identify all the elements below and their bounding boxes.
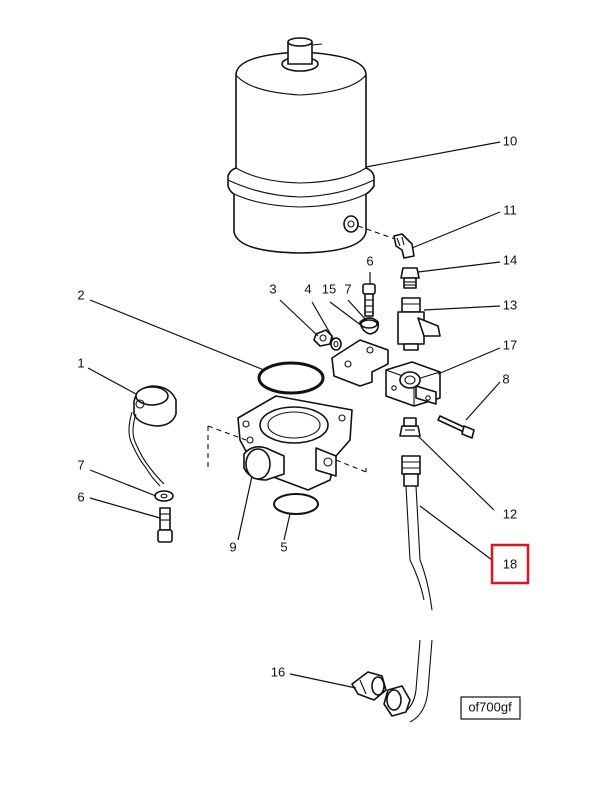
callout-10: 10 bbox=[503, 133, 517, 148]
washer-7-bottom[interactable] bbox=[154, 490, 174, 502]
adapter-valve[interactable] bbox=[397, 297, 441, 351]
bolt-long[interactable] bbox=[437, 415, 475, 439]
figure-id-box: of700gf bbox=[460, 696, 521, 720]
screw-6-top[interactable] bbox=[362, 283, 376, 317]
filter-housing[interactable] bbox=[237, 395, 353, 491]
callout-7-bottom: 7 bbox=[77, 457, 84, 472]
callout-11: 11 bbox=[503, 202, 517, 217]
callout-13: 13 bbox=[503, 297, 517, 312]
callout-8: 8 bbox=[502, 371, 509, 386]
leader-lines bbox=[87, 141, 501, 689]
callout-18: 18 bbox=[503, 556, 517, 571]
housing-guide-right bbox=[335, 459, 367, 473]
housing-guide-left bbox=[207, 425, 247, 470]
callout-16: 16 bbox=[271, 664, 285, 679]
clamp-bracket[interactable] bbox=[385, 361, 441, 407]
callout-6-top: 6 bbox=[366, 253, 373, 268]
reservoir-tank[interactable] bbox=[227, 37, 375, 254]
o-ring-large[interactable] bbox=[257, 361, 325, 395]
callout-12: 12 bbox=[503, 506, 517, 521]
lower-elbow-fitting[interactable] bbox=[351, 671, 387, 701]
straight-fitting[interactable] bbox=[399, 417, 421, 437]
washer-4[interactable] bbox=[330, 337, 342, 351]
callout-6-bottom: 6 bbox=[77, 489, 84, 504]
screw-6-bottom[interactable] bbox=[157, 507, 173, 543]
callout-labels: 10 11 14 13 17 8 12 6 3 4 15 7 2 1 7 6 9… bbox=[77, 133, 517, 679]
washer-7-top[interactable] bbox=[360, 319, 378, 329]
highlight-box-18 bbox=[490, 543, 530, 585]
callout-4: 4 bbox=[304, 281, 311, 296]
elbow-fitting[interactable] bbox=[393, 233, 415, 259]
callout-7-top: 7 bbox=[344, 281, 351, 296]
nut-3[interactable] bbox=[313, 329, 333, 347]
filler-cap[interactable] bbox=[128, 385, 177, 487]
nipple-fitting[interactable] bbox=[400, 267, 420, 289]
callout-3: 3 bbox=[269, 281, 276, 296]
tank-to-elbow-guide bbox=[357, 225, 399, 241]
callout-15: 15 bbox=[322, 281, 336, 296]
figure-id: of700gf bbox=[468, 699, 512, 714]
callout-14: 14 bbox=[503, 252, 517, 267]
mount-bracket[interactable] bbox=[331, 339, 389, 387]
callout-2: 2 bbox=[77, 287, 84, 302]
o-ring-small[interactable] bbox=[273, 493, 319, 515]
callout-17: 17 bbox=[503, 337, 517, 352]
callout-1: 1 bbox=[77, 355, 84, 370]
callout-9: 9 bbox=[229, 539, 236, 554]
hose-assembly[interactable] bbox=[383, 455, 433, 723]
callout-5: 5 bbox=[280, 539, 287, 554]
